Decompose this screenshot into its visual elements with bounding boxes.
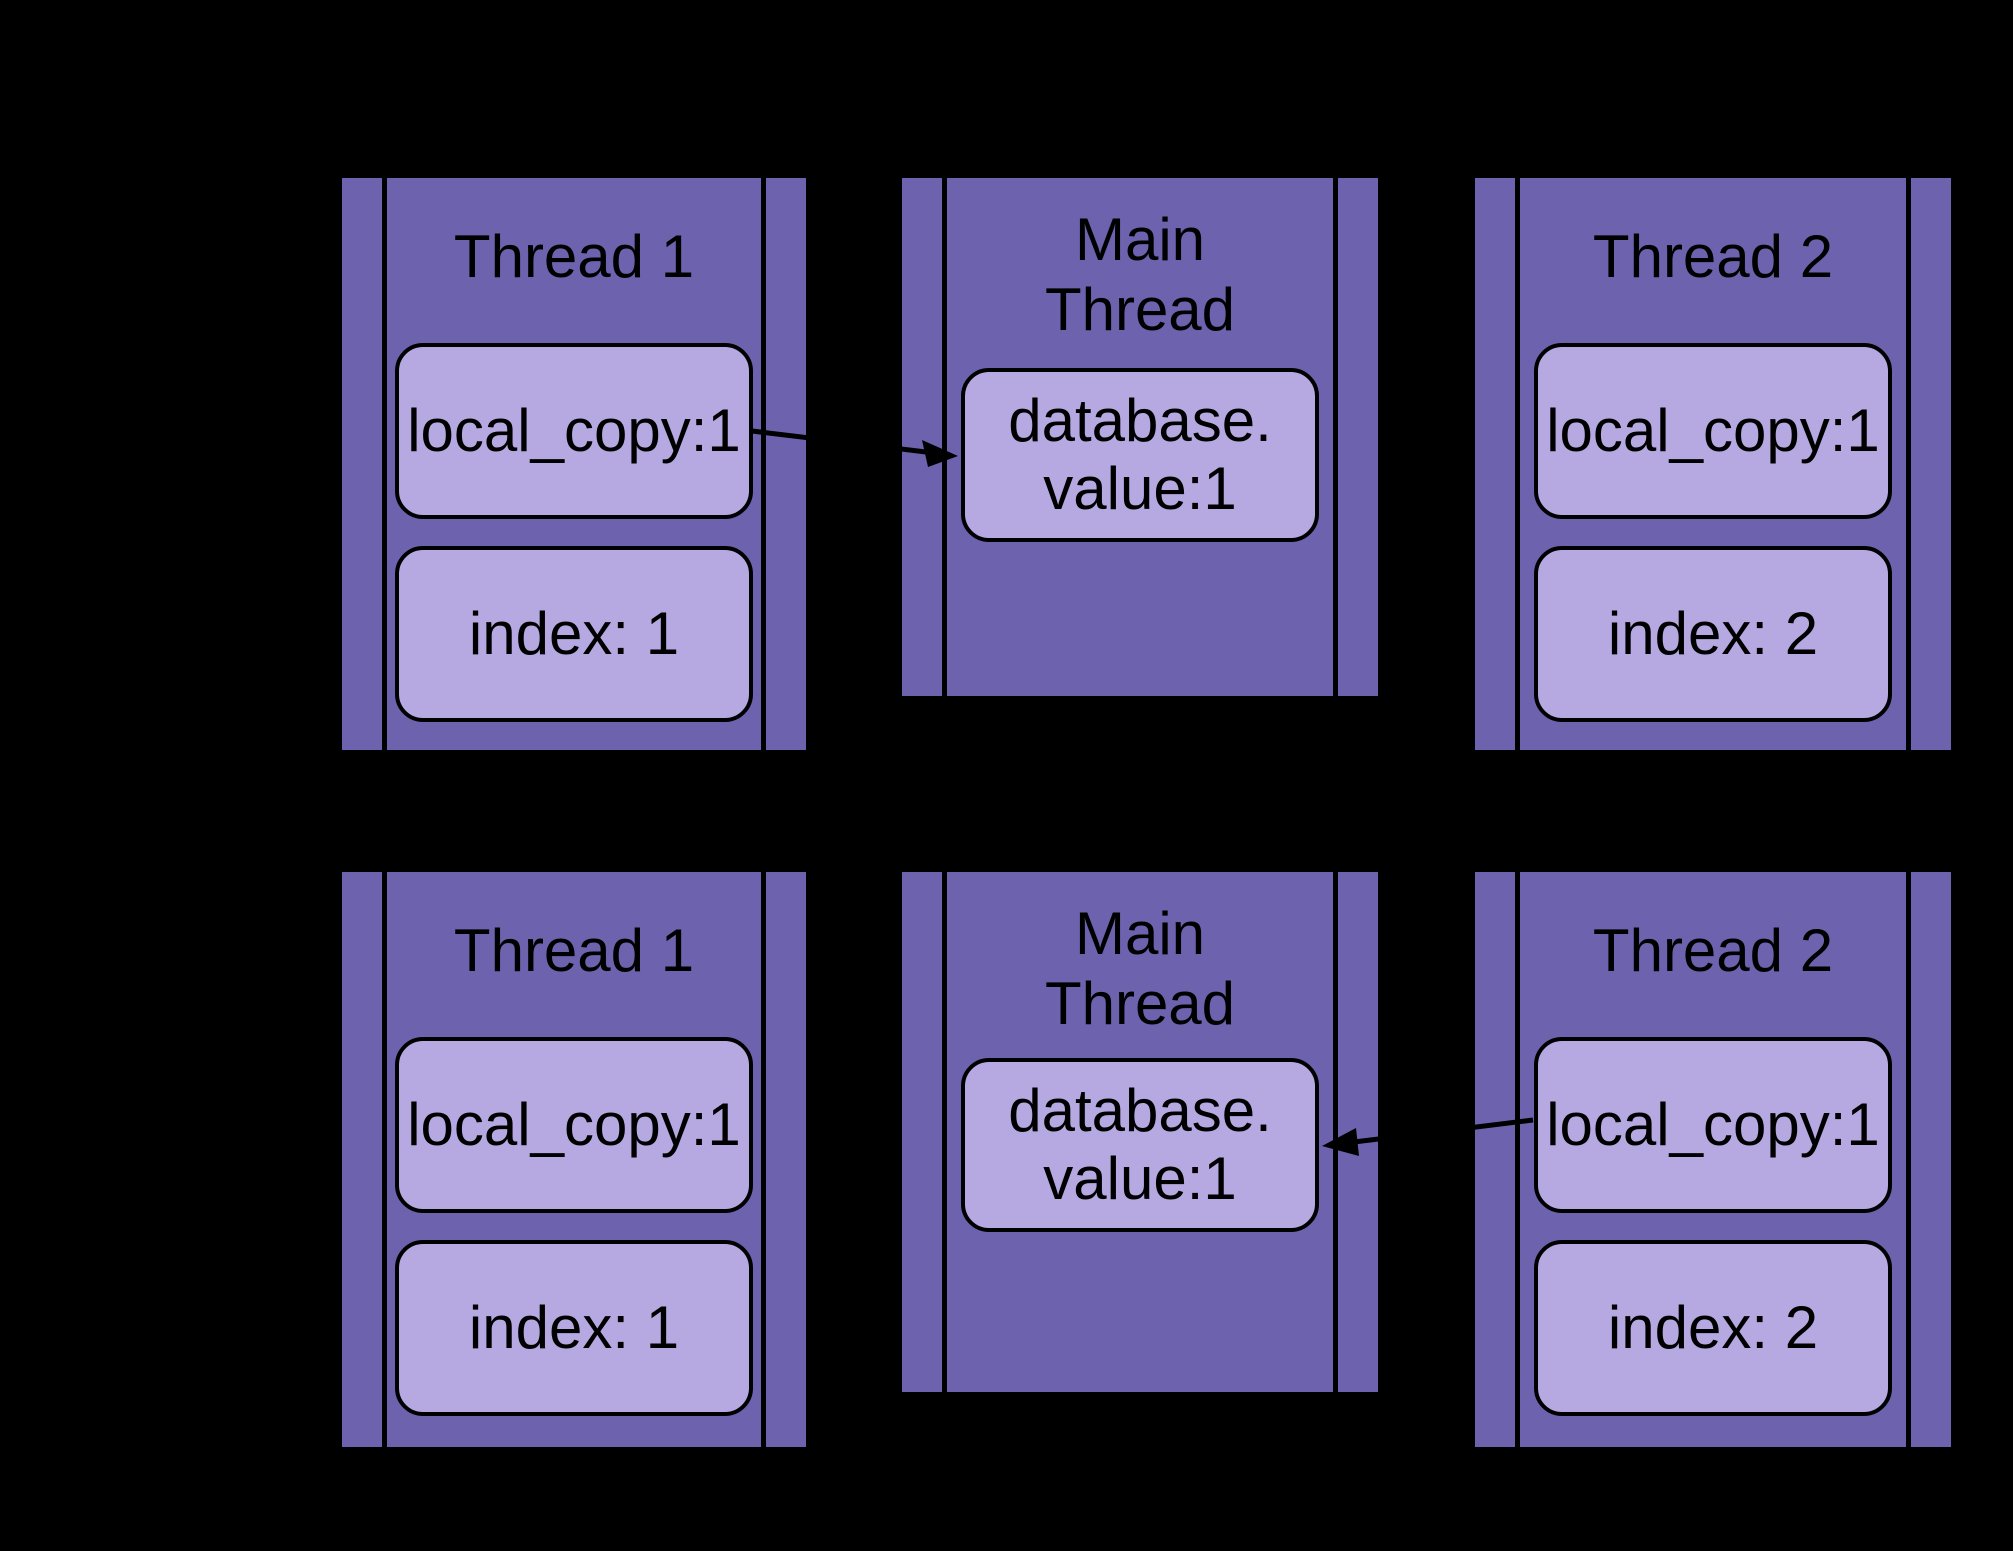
- panel-title: Thread 1: [387, 916, 761, 986]
- panel-title-line: Thread: [1044, 970, 1236, 1037]
- panel-title: Thread 1: [387, 222, 761, 292]
- node-label: value:1: [1043, 455, 1237, 522]
- index-node: index: 1: [395, 1240, 753, 1416]
- panel-thread1-row1: Thread 1 local_copy:1 index: 1: [342, 178, 806, 750]
- node-label: database.: [1008, 1077, 1272, 1144]
- local-copy-node: local_copy:1: [395, 343, 753, 519]
- database-value-node: database. value:1: [961, 368, 1319, 542]
- index-node: index: 2: [1534, 1240, 1892, 1416]
- node-label: local_copy:1: [407, 397, 741, 464]
- local-copy-node: local_copy:1: [1534, 1037, 1892, 1213]
- panel-thread1-row2: Thread 1 local_copy:1 index: 1: [342, 872, 806, 1447]
- panel-title-line: Thread 2: [1592, 223, 1834, 290]
- database-value-node: database. value:1: [961, 1058, 1319, 1232]
- panel-thread2-row1: Thread 2 local_copy:1 index: 2: [1475, 178, 1951, 750]
- lifeline-rail-right: [1333, 872, 1338, 1392]
- panel-title: Thread 2: [1520, 222, 1906, 292]
- node-label: index: 2: [1607, 600, 1819, 667]
- lifeline-rail-left: [1515, 872, 1520, 1447]
- node-label: index: 1: [468, 600, 680, 667]
- panel-thread2-row2: Thread 2 local_copy:1 index: 2: [1475, 872, 1951, 1447]
- lifeline-rail-right: [761, 178, 766, 750]
- panel-main-thread-row1: Main Thread database. value:1: [902, 178, 1378, 696]
- panel-title-line: Main: [1074, 206, 1206, 273]
- lifeline-rail-left: [942, 872, 947, 1392]
- node-label: value:1: [1043, 1145, 1237, 1212]
- panel-title-line: Thread 1: [453, 223, 695, 290]
- lifeline-rail-right: [1906, 872, 1911, 1447]
- lifeline-rail-right: [1906, 178, 1911, 750]
- local-copy-node: local_copy:1: [395, 1037, 753, 1213]
- node-label: local_copy:1: [407, 1091, 741, 1158]
- panel-title-line: Thread 1: [453, 917, 695, 984]
- panel-title: Main Thread: [947, 205, 1333, 345]
- lifeline-rail-left: [942, 178, 947, 696]
- node-label: index: 2: [1607, 1294, 1819, 1361]
- panel-title-line: Thread: [1044, 276, 1236, 343]
- local-copy-node: local_copy:1: [1534, 343, 1892, 519]
- lifeline-rail-left: [1515, 178, 1520, 750]
- lifeline-rail-left: [382, 178, 387, 750]
- node-label: local_copy:1: [1546, 397, 1880, 464]
- panel-title: Thread 2: [1520, 916, 1906, 986]
- panel-main-thread-row2: Main Thread database. value:1: [902, 872, 1378, 1392]
- node-label: database.: [1008, 387, 1272, 454]
- panel-title-line: Main: [1074, 900, 1206, 967]
- panel-title-line: Thread 2: [1592, 917, 1834, 984]
- lifeline-rail-right: [761, 872, 766, 1447]
- node-label: local_copy:1: [1546, 1091, 1880, 1158]
- panel-title: Main Thread: [947, 899, 1333, 1039]
- node-label: index: 1: [468, 1294, 680, 1361]
- lifeline-rail-left: [382, 872, 387, 1447]
- index-node: index: 1: [395, 546, 753, 722]
- lifeline-rail-right: [1333, 178, 1338, 696]
- index-node: index: 2: [1534, 546, 1892, 722]
